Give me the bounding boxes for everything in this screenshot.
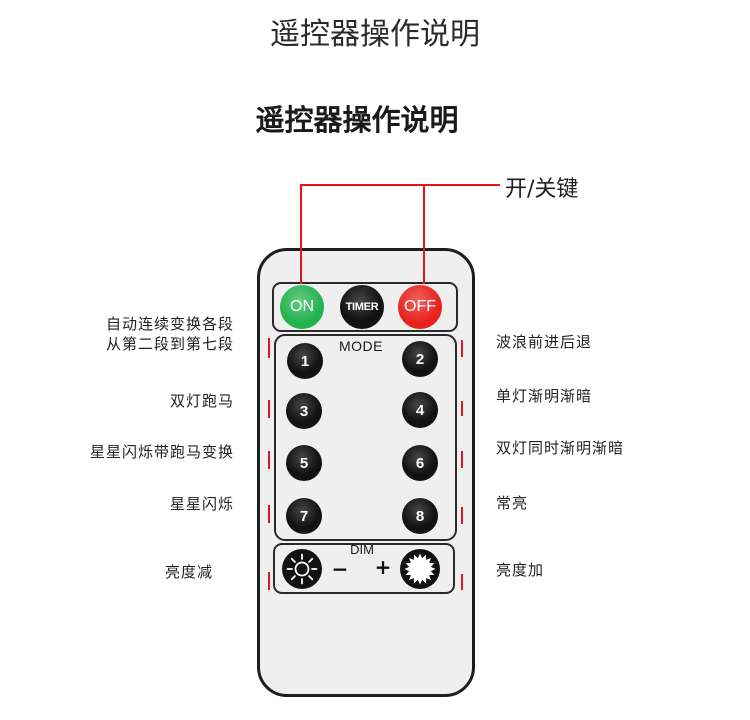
brightness-down-key	[282, 549, 322, 589]
mode-key-2: 2	[402, 341, 438, 377]
annotation-line: 亮度减	[165, 563, 214, 581]
mode-key-7: 7	[286, 498, 322, 534]
dim-panel: DIM −	[273, 543, 455, 594]
annotation-line: 星星闪烁带跑马变换	[89, 443, 234, 461]
annotation-brightness-up: 亮度加	[496, 560, 544, 580]
annotation-mode-key-3: 双灯跑马	[170, 391, 234, 411]
sun-outline-icon	[282, 549, 322, 589]
dim-label: DIM	[350, 542, 374, 557]
annotation-mode-key-6: 双灯同时渐明渐暗	[496, 438, 624, 458]
mode-key-6: 6	[402, 445, 438, 481]
off-key-label: OFF	[404, 298, 436, 315]
power-key-label: 开/关键	[505, 177, 579, 202]
diagram-title: 遥控器操作说明	[255, 103, 459, 137]
mode-key-label: 6	[415, 454, 425, 472]
mode-key-label: 4	[415, 401, 425, 419]
mode-key-label: 8	[415, 507, 425, 525]
mode-key-4: 4	[402, 392, 438, 428]
annotation-line: 自动连续变换各段	[105, 315, 234, 333]
mode-panel: MODE 1 2 3 4 5 6 7 8	[274, 334, 457, 541]
mode-key-label: 7	[299, 507, 309, 525]
annotation-mode-key-1: 自动连续变换各段 从第二段到第七段	[106, 314, 234, 354]
annotation-line: 从第二段到第七段	[105, 335, 234, 353]
annotation-line: 星星闪烁	[169, 495, 234, 513]
mode-key-3: 3	[286, 393, 322, 429]
minus-sign: −	[331, 557, 349, 581]
annotation-line: 双灯同时渐明渐暗	[496, 439, 625, 457]
power-panel: ON TIMER OFF	[272, 282, 458, 332]
annotation-mode-key-8: 常亮	[496, 493, 528, 513]
annotation-line: 常亮	[496, 494, 529, 512]
mode-key-label: 2	[415, 350, 425, 368]
mode-label: MODE	[339, 338, 383, 354]
annotation-line: 单灯渐明渐暗	[496, 387, 593, 405]
mode-key-8: 8	[402, 498, 438, 534]
annotation-mode-key-2: 波浪前进后退	[496, 332, 592, 352]
annotation-mode-key-4: 单灯渐明渐暗	[496, 386, 592, 406]
annotation-brightness-down: 亮度减	[165, 562, 213, 582]
mode-key-label: 3	[299, 402, 309, 420]
annotation-line: 双灯跑马	[169, 392, 234, 410]
timer-key-label: TIMER	[345, 301, 379, 313]
brightness-up-key	[400, 549, 440, 589]
timer-key: TIMER	[340, 285, 384, 329]
annotation-line: 亮度加	[496, 561, 545, 579]
on-key-label: ON	[290, 298, 314, 315]
plus-sign: +	[374, 555, 392, 579]
mode-key-label: 1	[300, 352, 310, 370]
off-key: OFF	[398, 285, 442, 329]
mode-key-1: 1	[287, 343, 323, 379]
annotation-mode-key-5: 星星闪烁带跑马变换	[90, 442, 234, 462]
remote-control: ON TIMER OFF MODE 1 2 3 4 5	[257, 248, 475, 697]
mode-key-label: 5	[299, 454, 309, 472]
annotation-line: 波浪前进后退	[496, 333, 593, 351]
on-key: ON	[280, 285, 324, 329]
sun-filled-icon	[400, 549, 440, 589]
annotation-mode-key-7: 星星闪烁	[170, 494, 234, 514]
page-title: 遥控器操作说明	[270, 17, 480, 52]
mode-key-5: 5	[286, 445, 322, 481]
